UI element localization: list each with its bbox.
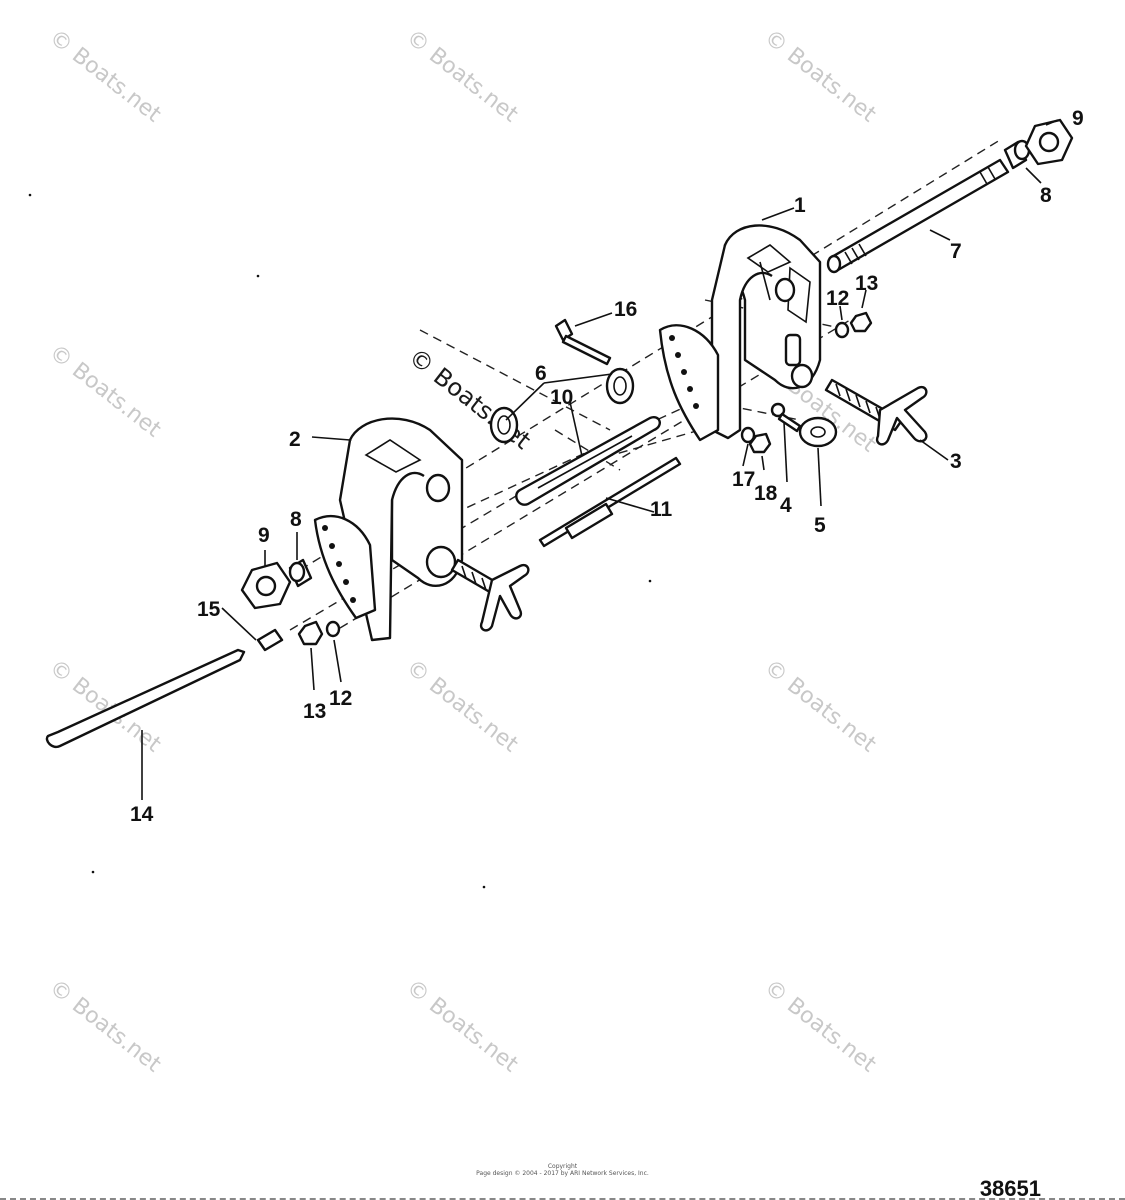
callout-6: 6 bbox=[535, 362, 547, 385]
callout-13-right: 13 bbox=[855, 272, 878, 295]
watermark: © Boats.net bbox=[44, 340, 165, 443]
bushing-left bbox=[288, 558, 313, 588]
clamp-screw-left bbox=[450, 558, 530, 632]
washer-12-right bbox=[834, 321, 850, 339]
callout-16: 16 bbox=[614, 298, 637, 321]
callout-18: 18 bbox=[754, 482, 778, 505]
screw-4 bbox=[770, 402, 802, 433]
scan-specks bbox=[28, 193, 652, 889]
leader-lines bbox=[141, 119, 1059, 800]
callout-15: 15 bbox=[197, 598, 221, 621]
callout-10: 10 bbox=[550, 386, 573, 409]
washer-12-left bbox=[325, 620, 341, 638]
clamp-bracket-left bbox=[313, 417, 464, 642]
diagram-number: 38651 bbox=[979, 1176, 1041, 1200]
callout-12-right: 12 bbox=[826, 287, 849, 310]
watermark: © Boats.net bbox=[401, 975, 522, 1078]
callout-8-left: 8 bbox=[290, 508, 302, 531]
clamp-bracket-right bbox=[658, 224, 822, 442]
bottom-dashed-border bbox=[0, 1198, 1125, 1200]
callout-1: 1 bbox=[794, 194, 806, 217]
swivel-pad bbox=[798, 416, 838, 448]
watermark: © Boats.net bbox=[44, 975, 165, 1078]
callout-11: 11 bbox=[650, 498, 673, 521]
nut-13-right bbox=[849, 311, 873, 333]
callout-12-left: 12 bbox=[329, 687, 352, 710]
callout-14: 14 bbox=[130, 803, 154, 826]
watermark: © Boats.net bbox=[44, 25, 165, 128]
watermark: © Boats.net bbox=[401, 25, 522, 128]
callout-labels: 1 2 3 4 5 6 7 8 8 9 9 10 11 12 12 13 13 … bbox=[130, 107, 1084, 826]
callout-2: 2 bbox=[289, 428, 301, 451]
nut-18 bbox=[748, 432, 772, 454]
callout-8-right: 8 bbox=[1040, 184, 1052, 207]
nut-13-left bbox=[297, 620, 324, 646]
hex-nut-left bbox=[240, 561, 292, 610]
tilt-rod-14 bbox=[45, 648, 246, 749]
set-screw-15 bbox=[256, 628, 284, 652]
washer-17 bbox=[740, 426, 756, 444]
callout-5: 5 bbox=[814, 514, 826, 537]
bolt-16 bbox=[554, 318, 612, 366]
liner-10 bbox=[515, 416, 661, 506]
callout-17: 17 bbox=[732, 468, 755, 491]
watermark: © Boats.net bbox=[759, 25, 880, 128]
callout-7: 7 bbox=[950, 240, 962, 263]
clamp-screw-right bbox=[824, 378, 928, 446]
hex-nut-right bbox=[1024, 118, 1074, 166]
watermark: © Boats.net bbox=[759, 655, 880, 758]
page-design-credit: Page design © 2004 - 2017 by ARI Network… bbox=[476, 1170, 649, 1177]
callout-9-left: 9 bbox=[258, 524, 270, 547]
callout-13-left: 13 bbox=[303, 700, 326, 723]
tilt-tube bbox=[826, 158, 1010, 274]
tilt-pin-11 bbox=[538, 456, 682, 548]
callout-3: 3 bbox=[950, 450, 962, 473]
copyright-notice: Copyright bbox=[547, 1163, 578, 1170]
callout-4: 4 bbox=[780, 494, 792, 517]
callout-9-right: 9 bbox=[1072, 107, 1084, 130]
washer-6-upper bbox=[605, 367, 635, 405]
watermark: © Boats.net bbox=[401, 655, 522, 758]
watermark: © Boats.net bbox=[759, 975, 880, 1078]
